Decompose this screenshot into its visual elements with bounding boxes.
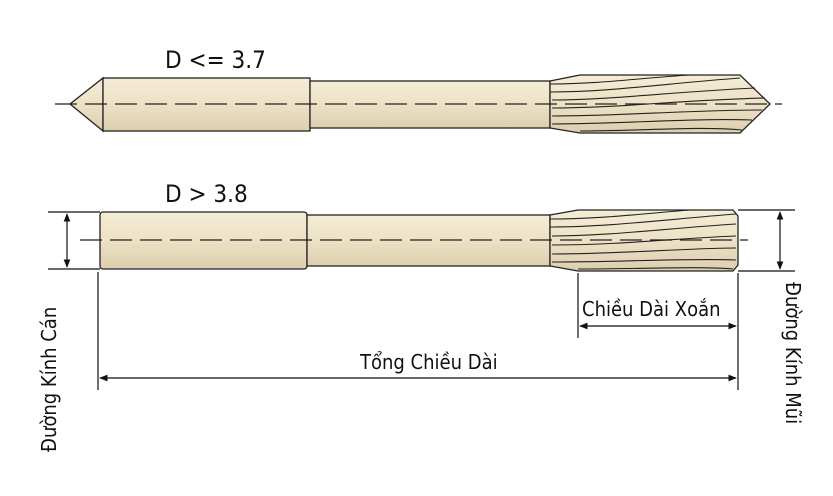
bottom-helix xyxy=(549,209,737,270)
top-tool-label: D <= 3.7 xyxy=(165,46,266,74)
top-helix xyxy=(549,74,766,132)
total-length-label: Tổng Chiều Dài xyxy=(359,350,498,374)
top-reamer: D <= 3.7 xyxy=(55,46,782,134)
shank-diameter-label: Đường Kính Cán xyxy=(37,307,61,452)
bottom-reamer: D > 3.8 xyxy=(80,180,748,272)
dimension-lines xyxy=(48,209,795,390)
flute-length-label: Chiều Dài Xoắn xyxy=(582,297,721,321)
bottom-tool-label: D > 3.8 xyxy=(165,180,248,208)
tip-diameter-label: Đường Kính Mũi xyxy=(781,282,805,424)
